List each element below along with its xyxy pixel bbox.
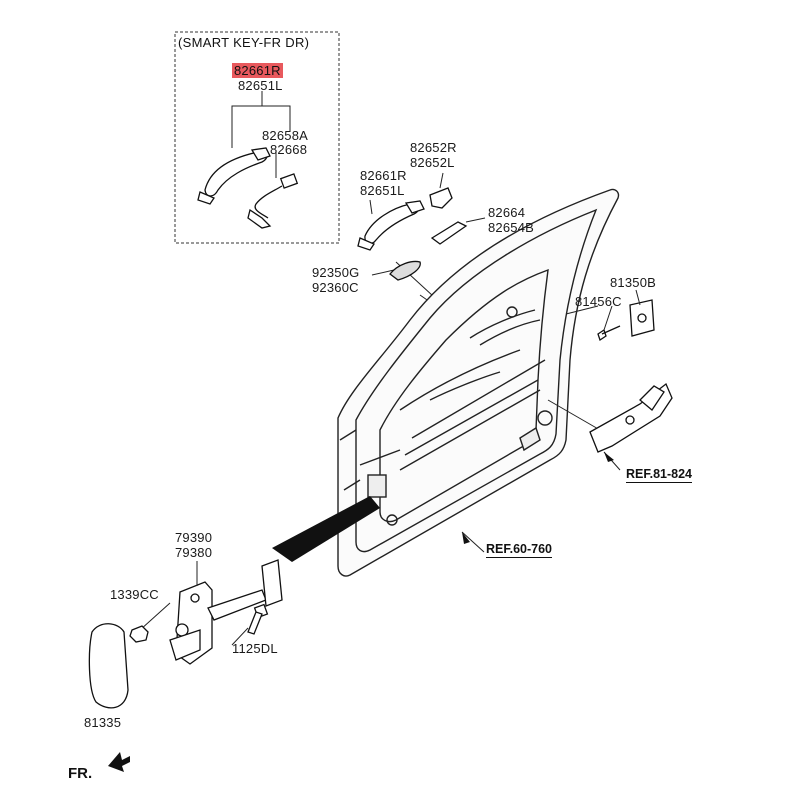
door-check-strap bbox=[169, 559, 283, 665]
handle-gasket-pad bbox=[430, 221, 468, 245]
part-1125DL: 1125DL bbox=[232, 641, 278, 656]
part-82668: 82668 bbox=[270, 142, 308, 157]
callout-arrow bbox=[272, 496, 380, 562]
part-82652R: 82652R bbox=[410, 140, 457, 155]
inset-leader-lines bbox=[231, 91, 291, 178]
part-81335: 81335 bbox=[84, 715, 122, 730]
door-striker bbox=[629, 299, 655, 337]
outer-door-handle bbox=[357, 200, 425, 251]
inset-box bbox=[174, 31, 340, 244]
front-indicator-label: FR. bbox=[68, 765, 93, 782]
part-82661R-highlighted: 82661R bbox=[232, 63, 283, 78]
part-79390: 79390 bbox=[175, 530, 213, 545]
ref-latch-arrow bbox=[604, 452, 614, 462]
part-82654B: 82654B bbox=[488, 220, 535, 235]
door-latch-assembly bbox=[589, 382, 673, 453]
ref-door-arrow bbox=[462, 532, 470, 544]
part-92350G: 92350G bbox=[312, 265, 360, 280]
inset-sensor-cable bbox=[247, 173, 299, 229]
inset-title: (SMART KEY-FR DR) bbox=[178, 35, 310, 50]
part-82652L: 82652L bbox=[410, 155, 455, 170]
part-81456C: 81456C bbox=[575, 294, 622, 309]
part-81350B: 81350B bbox=[610, 275, 657, 290]
door-panel bbox=[337, 188, 620, 577]
part-82651L-inset: 82651L bbox=[238, 78, 283, 93]
part-82651L: 82651L bbox=[360, 183, 405, 198]
part-79380: 79380 bbox=[175, 545, 213, 560]
front-arrow-icon bbox=[108, 752, 130, 772]
handle-cap bbox=[429, 187, 453, 209]
ref-door-label: REF.60-760 bbox=[486, 542, 553, 558]
nut bbox=[129, 625, 149, 643]
part-82661R: 82661R bbox=[360, 168, 407, 183]
part-92360C: 92360C bbox=[312, 280, 359, 295]
part-82658A: 82658A bbox=[262, 128, 309, 143]
ref-latch-label: REF.81-824 bbox=[626, 467, 693, 483]
part-1339CC: 1339CC bbox=[110, 587, 159, 602]
inset-outer-handle bbox=[197, 147, 271, 205]
door-pad bbox=[88, 623, 129, 709]
part-82664: 82664 bbox=[488, 205, 526, 220]
inner-handle-bezel bbox=[389, 260, 421, 281]
striker-bolt bbox=[597, 325, 621, 342]
bolt-1125DL bbox=[247, 603, 269, 635]
